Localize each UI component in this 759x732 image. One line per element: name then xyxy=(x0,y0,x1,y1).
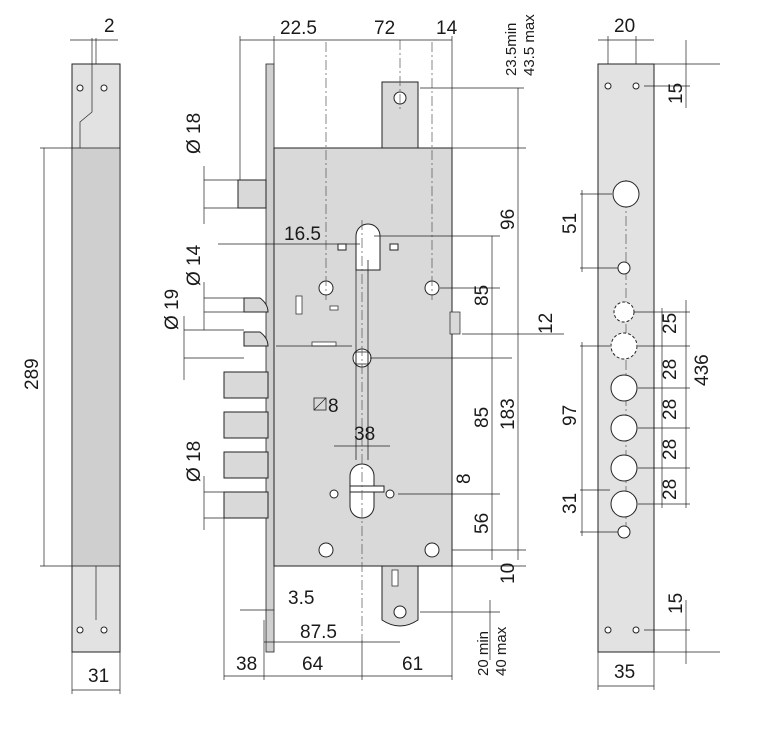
screw-hole xyxy=(617,525,631,539)
dim-87-5: 87.5 xyxy=(300,622,337,643)
latch-hole xyxy=(613,301,635,323)
dim-16-5: 16.5 xyxy=(284,224,321,245)
bottom-bracket xyxy=(381,565,419,627)
bolt-hole xyxy=(610,454,638,482)
dim-72: 72 xyxy=(374,18,395,39)
dim-96: 96 xyxy=(498,209,519,230)
dim-28b: 28 xyxy=(660,399,681,420)
screw-hole xyxy=(617,261,631,275)
dim-width-31: 31 xyxy=(88,666,109,687)
latch-tongue xyxy=(243,331,269,347)
bolt-hole xyxy=(610,414,638,442)
dim-35: 35 xyxy=(614,662,635,683)
dim-d19: Ø 19 xyxy=(162,289,183,330)
dim-d18-bottom: Ø 18 xyxy=(184,441,205,482)
dim-183: 183 xyxy=(498,398,519,430)
top-bracket xyxy=(381,81,419,149)
latch-hole xyxy=(610,332,638,360)
latch-bolt xyxy=(237,179,267,209)
dead-bolt xyxy=(223,411,269,439)
bolt-hole xyxy=(610,490,638,518)
dead-bolt xyxy=(223,371,269,399)
dim-38-mid: 38 xyxy=(354,424,375,445)
dim-20: 20 xyxy=(614,16,635,37)
screw-hole xyxy=(76,84,84,92)
dim-31-right: 31 xyxy=(560,493,581,514)
dead-bolt xyxy=(223,451,269,479)
faceplate-inner xyxy=(71,147,121,567)
dim-28a: 28 xyxy=(660,359,681,380)
lock-body: 22.5 72 14 23.5min 43.5 max 96 85 85 183… xyxy=(162,14,564,680)
bolt-hole xyxy=(610,374,638,402)
slot xyxy=(391,569,399,587)
screw-hole xyxy=(632,626,640,634)
small-part xyxy=(329,305,339,311)
left-faceplate: 2 289 31 xyxy=(22,16,121,694)
dim-23-5-min: 23.5min xyxy=(503,23,520,76)
small-part xyxy=(311,341,337,347)
dim-28c: 28 xyxy=(660,439,681,460)
bracket-hole xyxy=(393,605,407,619)
latch-tongue xyxy=(243,297,269,313)
edge-leader xyxy=(79,38,93,148)
dim-d18-top: Ø 18 xyxy=(184,113,205,154)
dim-40-max: 40 max xyxy=(493,626,510,676)
side-latch xyxy=(449,311,461,335)
pin-hole xyxy=(329,489,339,499)
square-symbol xyxy=(313,397,327,411)
dim-height-289: 289 xyxy=(22,358,43,390)
small-part xyxy=(295,295,303,315)
dim-38-bottom: 38 xyxy=(236,654,257,675)
slot xyxy=(337,243,347,251)
screw-hole xyxy=(100,626,108,634)
dead-bolt xyxy=(223,491,269,519)
dim-61: 61 xyxy=(402,654,423,675)
dim-10: 10 xyxy=(498,563,519,584)
dim-15-bottom: 15 xyxy=(666,593,687,614)
front-plate xyxy=(265,63,275,653)
pin-hole xyxy=(385,489,395,499)
screw-hole xyxy=(604,82,612,90)
screw-hole xyxy=(424,542,440,558)
dim-28d: 28 xyxy=(660,479,681,500)
screw-hole xyxy=(604,626,612,634)
screw-hole xyxy=(632,82,640,90)
dim-85-top: 85 xyxy=(472,285,493,306)
dim-85-mid: 85 xyxy=(472,407,493,428)
dim-8-square: 8 xyxy=(328,396,339,417)
dim-25: 25 xyxy=(660,313,681,334)
strike-plate: 20 15 51 25 28 28 28 28 436 97 31 xyxy=(560,16,720,690)
slot xyxy=(349,485,385,493)
screw-hole xyxy=(76,626,84,634)
slot xyxy=(389,243,399,251)
dim-8-right: 8 xyxy=(454,473,475,484)
dim-top-2: 2 xyxy=(104,16,115,37)
dim-64: 64 xyxy=(302,654,324,675)
dim-97: 97 xyxy=(560,405,581,426)
screw-hole xyxy=(100,84,108,92)
dim-51: 51 xyxy=(560,213,581,234)
dim-43-5-max: 43.5 max xyxy=(521,14,538,76)
dim-d14: Ø 14 xyxy=(184,244,205,286)
dim-56: 56 xyxy=(472,513,493,534)
dim-436: 436 xyxy=(692,354,713,386)
dim-22-5: 22.5 xyxy=(280,18,317,39)
dim-14: 14 xyxy=(436,18,458,39)
screw-hole xyxy=(318,542,334,558)
dim-3-5: 3.5 xyxy=(288,588,314,609)
dim-20-min: 20 min xyxy=(475,631,492,676)
dim-15-top: 15 xyxy=(666,83,687,104)
bolt-hole xyxy=(612,180,640,208)
dim-12: 12 xyxy=(536,313,557,334)
